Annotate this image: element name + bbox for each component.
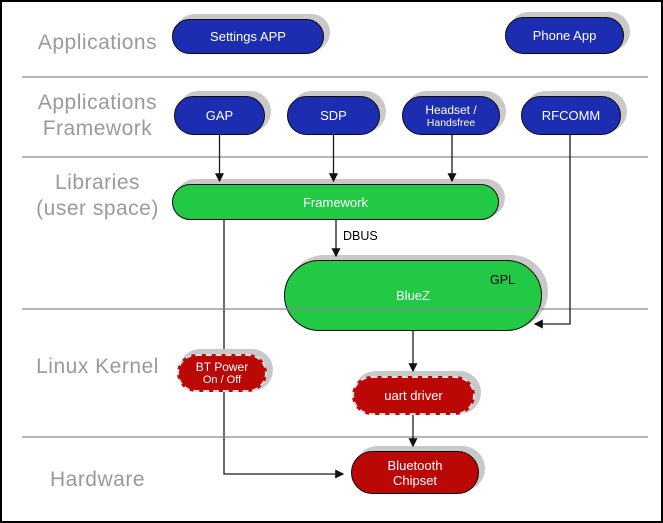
node-label: Phone App bbox=[532, 28, 597, 43]
node-rfcomm: RFCOMM bbox=[521, 96, 621, 135]
layer-label-applications: Applications bbox=[10, 30, 185, 56]
node-label: Headset / bbox=[425, 102, 477, 117]
node-framework: Framework bbox=[172, 184, 499, 220]
layer-label-line: Hardware bbox=[49, 468, 146, 491]
node-label: Settings APP bbox=[210, 29, 286, 44]
node-label: SDP bbox=[320, 108, 347, 123]
node-label: uart driver bbox=[384, 388, 443, 403]
node-bt-power-on-off: BT Power On / Off bbox=[177, 354, 267, 392]
node-headset-handsfree: Headset / Handsfree bbox=[402, 96, 500, 135]
layer-label-hardware: Hardware bbox=[10, 467, 185, 493]
layer-label-line: Libraries bbox=[54, 171, 141, 194]
gpl-license-badge: GPL bbox=[489, 273, 515, 287]
node-phone-app: Phone App bbox=[505, 17, 624, 54]
node-uart-driver: uart driver bbox=[352, 376, 475, 415]
layer-label-line: Applications bbox=[37, 31, 158, 54]
node-label: On / Off bbox=[202, 373, 242, 386]
node-settings-app: Settings APP bbox=[172, 19, 324, 54]
node-label: RFCOMM bbox=[541, 108, 601, 123]
node-label: Chipset bbox=[392, 472, 438, 488]
node-bluetooth-chipset: Bluetooth Chipset bbox=[351, 451, 479, 494]
node-label: Framework bbox=[302, 194, 368, 210]
layer-label-line: Applications bbox=[37, 91, 158, 114]
layer-label-line: Framework bbox=[42, 117, 153, 140]
layer-label-linux-kernel: Linux Kernel bbox=[10, 354, 185, 380]
node-label: GAP bbox=[205, 108, 234, 123]
layer-label-libraries-user-space: Libraries (user space) bbox=[10, 170, 185, 222]
layer-label-line: Linux Kernel bbox=[36, 355, 159, 378]
node-label: BT Power bbox=[195, 359, 249, 374]
node-bluez: BlueZ GPL bbox=[284, 260, 542, 331]
dbus-edge-label: DBUS bbox=[343, 229, 378, 243]
layer-label-line: (user space) bbox=[36, 197, 159, 220]
node-label: Handsfree bbox=[426, 116, 476, 129]
layer-label-applications-framework: Applications Framework bbox=[10, 90, 185, 142]
node-gap: GAP bbox=[174, 96, 265, 135]
node-label: BlueZ bbox=[396, 288, 430, 303]
arrow-framework-to-chipset bbox=[223, 220, 345, 479]
node-label: Bluetooth bbox=[387, 457, 443, 473]
node-sdp: SDP bbox=[287, 96, 380, 135]
